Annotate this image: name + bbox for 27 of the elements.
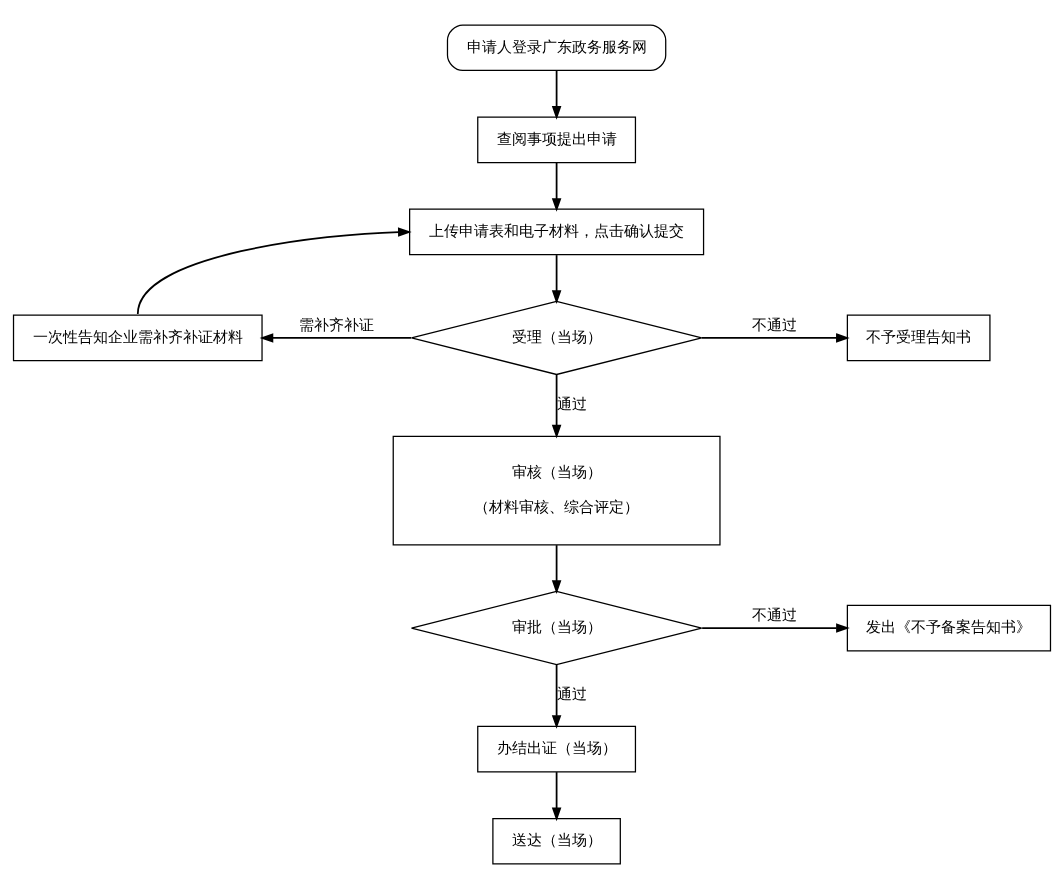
arrow <box>551 770 562 821</box>
arrow <box>551 253 562 304</box>
node-diamond: 审批（当场） <box>410 590 703 665</box>
node-box: 上传申请表和电子材料，点击确认提交 <box>409 208 705 255</box>
arrow <box>700 332 850 343</box>
edge-label: 通过 <box>557 394 588 413</box>
node-box: 不予受理告知书 <box>846 314 991 361</box>
arrow <box>259 332 413 343</box>
node-box: 办结出证（当场） <box>477 725 637 772</box>
arrow <box>551 663 562 729</box>
node-box: 申请人登录广东政务服务网 <box>446 23 667 71</box>
arrow <box>701 622 850 633</box>
arrow <box>551 543 562 594</box>
arrow <box>551 161 562 212</box>
edge-label: 不通过 <box>752 315 798 334</box>
node-box: 送达（当场） <box>492 817 621 865</box>
arrow <box>136 226 412 315</box>
node-box: 查阅事项提出申请 <box>477 116 637 163</box>
arrow <box>551 373 562 438</box>
edge-label: 通过 <box>557 684 588 703</box>
node-box: 审核（当场） （材料审核、综合评定） <box>392 435 721 545</box>
node-box: 一次性告知企业需补齐补证材料 <box>12 314 263 361</box>
arrow <box>551 69 562 120</box>
edge-label: 不通过 <box>752 605 798 624</box>
edge-label: 需补齐补证 <box>299 315 375 334</box>
node-box: 发出《不予备案告知书》 <box>846 604 1052 651</box>
node-diamond: 受理（当场） <box>410 300 703 375</box>
